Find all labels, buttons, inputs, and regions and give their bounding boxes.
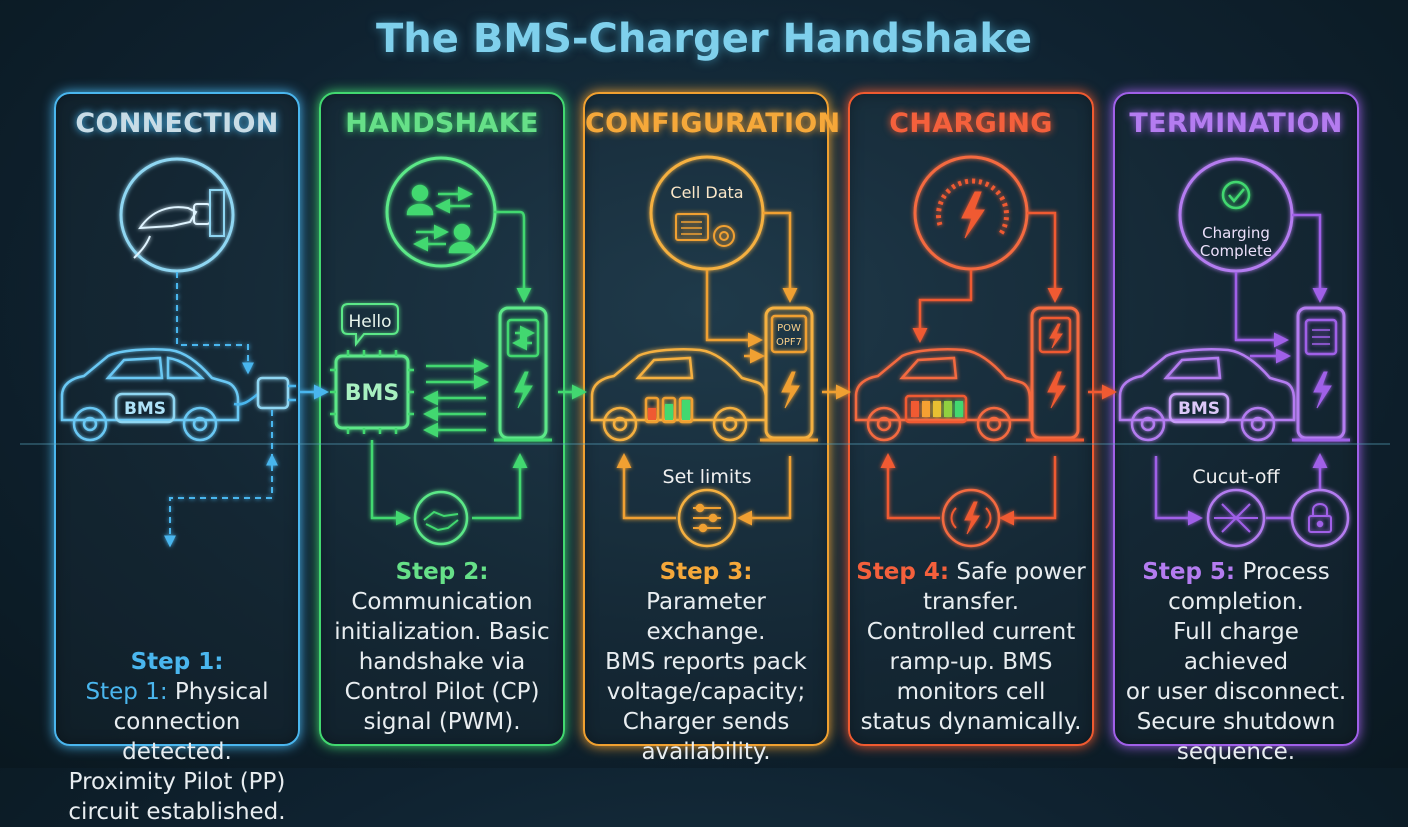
bms-chip	[330, 350, 414, 434]
step-label: Step 4:	[856, 559, 950, 585]
panel-title: HANDSHAKE	[345, 108, 539, 139]
step-text-line: Controlled current	[866, 619, 1076, 645]
step-text-line: signal (PWM).	[363, 709, 521, 735]
step-text-line: Full charge achieved	[1173, 619, 1299, 675]
car-bms-label: BMS	[124, 399, 166, 419]
car-icon	[1118, 348, 1296, 442]
cell-data-icon	[649, 155, 765, 271]
step-text-line: monitors cell	[896, 679, 1046, 705]
configuration-graphics	[590, 155, 851, 548]
step-label: Step 1:	[130, 649, 224, 675]
step-text-inline: Physical	[167, 679, 269, 705]
termination-graphics	[1118, 157, 1350, 548]
chip-bms-label: BMS	[345, 381, 400, 406]
cutoff-icon	[1206, 488, 1266, 548]
step-text-line: voltage/capacity;	[606, 679, 806, 705]
charger-station	[494, 306, 552, 442]
charger-station	[1292, 306, 1350, 442]
people-exchange-icon	[385, 156, 497, 268]
step-text-line: handshake via	[358, 649, 526, 675]
connection-graphics	[60, 157, 329, 548]
handshake-icon	[413, 490, 469, 546]
page-title: The BMS-Charger Handshake	[376, 16, 1032, 62]
step-text-inline: Process	[1235, 559, 1330, 585]
step-text-inline: Safe power	[949, 559, 1086, 585]
lock-icon	[1290, 488, 1350, 548]
step-text-line: sequence.	[1176, 739, 1296, 765]
panel-title: CHARGING	[889, 108, 1053, 139]
step-description: Step 3: Parameter exchange. BMS reports …	[589, 557, 823, 767]
lightning-gauge-icon	[913, 155, 1029, 271]
speech-hello: Hello	[348, 312, 391, 332]
charger-label-1: POW	[777, 323, 801, 334]
charging-complete-label-1: Charging	[1202, 224, 1270, 242]
charger-station	[760, 306, 818, 442]
step-label-repeat: Step 1:	[85, 679, 168, 705]
set-limits-label: Set limits	[663, 466, 752, 488]
panel-termination: TERMINATION Step 5: Process completion. …	[1113, 92, 1359, 765]
step-text-line: Charger sends	[622, 709, 790, 735]
panel-title: CONFIGURATION	[585, 108, 841, 139]
car-bms-label: BMS	[1178, 399, 1220, 419]
step-description: Step 2: Communication initialization. Ba…	[325, 557, 559, 737]
step-label: Step 2:	[395, 559, 489, 585]
step-text-line: Control Pilot (CP)	[344, 679, 540, 705]
car-icon	[590, 348, 768, 442]
step-text-line: Secure shutdown	[1136, 709, 1336, 735]
step-description: Step 5: Process completion. Full charge …	[1119, 557, 1353, 767]
panel-handshake: HANDSHAKE Step 2: Communication initiali…	[319, 92, 565, 746]
step-label: Step 5:	[1142, 559, 1236, 585]
step-text-line: Proximity Pilot (PP)	[68, 769, 286, 795]
step-text-line: Communication	[351, 589, 533, 615]
car-icon	[60, 348, 240, 442]
handshake-graphics	[330, 156, 587, 546]
panel-title: CONNECTION	[75, 108, 279, 139]
cell-data-label: Cell Data	[670, 183, 743, 202]
step-text-line: completion.	[1168, 589, 1304, 615]
step-description: Step 4: Safe power transfer. Controlled …	[854, 557, 1088, 737]
panel-charging: CHARGING Step 4: Safe power transfer. Co…	[848, 92, 1094, 746]
sliders-icon	[677, 488, 737, 548]
step-text-line: Parameter exchange.	[646, 589, 766, 645]
step-text-line: connection detected.	[113, 709, 241, 765]
car-icon	[854, 348, 1032, 442]
plug-hand-icon	[119, 157, 235, 273]
diagram-artwork: BMS	[20, 155, 1390, 548]
power-signal-icon	[941, 488, 1001, 548]
step-text-line: status dynamically.	[860, 709, 1082, 735]
step-text-line: BMS reports pack	[605, 649, 807, 675]
panel-configuration: CONFIGURATION Step 3: Parameter exchange…	[583, 92, 841, 765]
charger-label-2: OPF7	[776, 337, 802, 348]
cutoff-label: Cucut-off	[1192, 466, 1280, 488]
step-label: Step 3:	[659, 559, 753, 585]
step-text-line: or user disconnect.	[1125, 679, 1347, 705]
step-text-line: initialization. Basic	[334, 619, 550, 645]
panel-title: TERMINATION	[1129, 108, 1343, 139]
step-text-line: availability.	[641, 739, 771, 765]
charging-complete-label-2: Complete	[1200, 242, 1272, 260]
charging-graphics	[854, 155, 1117, 548]
charger-station	[1026, 306, 1084, 442]
step-text-line: transfer.	[922, 589, 1020, 615]
step-text-line: ramp-up. BMS	[889, 649, 1053, 675]
step-text-line: circuit established.	[68, 799, 286, 825]
